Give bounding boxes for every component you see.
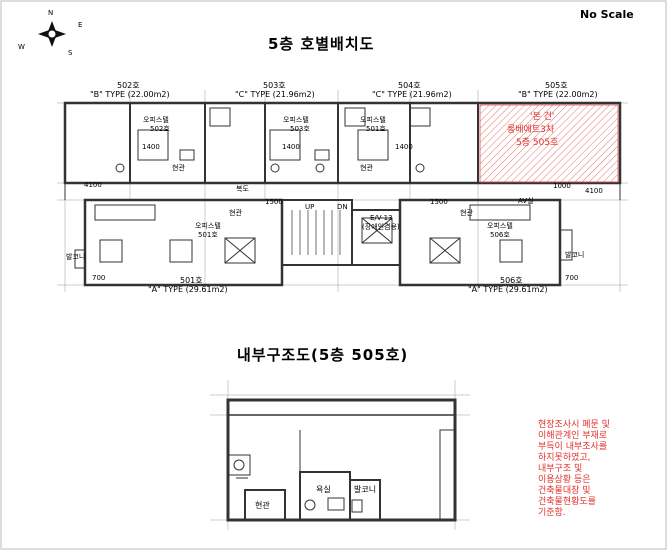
compass-north-label: N [48, 9, 54, 17]
unit-506-type: "A" TYPE (29.61m2) [468, 285, 548, 294]
balcony-label-501: 발코니 [66, 253, 86, 261]
dim-700-a: 700 [92, 274, 106, 282]
stair-down-label: DN [337, 203, 348, 211]
elevator-label: E/V-13 [370, 214, 393, 222]
corridor-label: 복도 [236, 185, 249, 193]
dim-1000: 1000 [553, 182, 571, 190]
scale-label: No Scale [580, 8, 634, 21]
compass-south-label: S [68, 49, 73, 57]
unit-504-room-label: 오피스텔 [360, 116, 386, 124]
unit-502-type: "B" TYPE (22.00m2) [90, 90, 170, 99]
unit-503-room-label: 오피스텔 [283, 116, 309, 124]
unit-505-type: "B" TYPE (22.00m2) [518, 90, 598, 99]
entrance-label-504: 현관 [360, 164, 373, 172]
balcony-label-506: 발코니 [565, 251, 585, 259]
unit-501-room-no: 501호 [198, 231, 218, 239]
elevator-sub-label: (장애인겸용) [362, 223, 400, 231]
unit-506-room-no: 506호 [490, 231, 510, 239]
survey-note: 현장조사시 폐문 및 이해관계인 부재로 부득이 내부조사를 하지못하였고, 내… [538, 420, 610, 518]
unit-503-type: "C" TYPE (21.96m2) [235, 90, 315, 99]
unit-506-room-label: 오피스텔 [487, 222, 513, 230]
unit-505-detail-plan [210, 380, 470, 530]
detail-title: 내부구조도(5층 505호) [237, 346, 409, 364]
unit-504-room-no: 501호 [366, 125, 386, 133]
dim-1500-a: 1500 [265, 198, 283, 206]
dim-1400-b: 1400 [282, 143, 300, 151]
unit-502-room-label: 오피스텔 [143, 116, 169, 124]
dim-4100-left: 4100 [84, 181, 102, 189]
compass-rose [38, 21, 66, 47]
unit-501-room-label: 오피스텔 [195, 222, 221, 230]
subject-unit-hatch [479, 104, 619, 183]
subject-unit-name: 5층 505호 [516, 138, 559, 148]
unit-504-number: 504호 [398, 81, 421, 90]
compass-west-label: W [18, 43, 25, 51]
unit-502-room-no: 502호 [150, 125, 170, 133]
entrance-label-506: 현관 [460, 209, 473, 217]
unit-505-number: 505호 [545, 81, 568, 90]
floor-plan-5f [57, 90, 628, 292]
subject-building-name: 롱베에트3차 [507, 125, 555, 135]
av-room-label: AV실 [518, 197, 534, 205]
detail-balcony-label: 발코니 [354, 485, 377, 494]
unit-501-type: "A" TYPE (29.61m2) [148, 285, 228, 294]
dim-4100-right: 4100 [585, 187, 603, 195]
entrance-label-502: 현관 [172, 164, 185, 172]
stair-up-label: UP [305, 203, 315, 211]
entrance-label-501: 현관 [229, 209, 242, 217]
dim-700-b: 700 [565, 274, 579, 282]
dim-1400-a: 1400 [142, 143, 160, 151]
dim-1400-c: 1400 [395, 143, 413, 151]
subject-marker: '본 건' [530, 112, 555, 122]
detail-bath-label: 욕실 [316, 485, 331, 494]
detail-entrance-label: 현관 [255, 501, 270, 510]
page-title: 5층 호별배치도 [268, 35, 375, 53]
unit-502-number: 502호 [117, 81, 140, 90]
unit-503-room-no: 503호 [290, 125, 310, 133]
unit-503-number: 503호 [263, 81, 286, 90]
unit-506-number: 506호 [500, 276, 523, 285]
unit-504-type: "C" TYPE (21.96m2) [372, 90, 452, 99]
compass-east-label: E [78, 21, 83, 29]
dim-1500-b: 1500 [430, 198, 448, 206]
unit-501-number: 501호 [180, 276, 203, 285]
